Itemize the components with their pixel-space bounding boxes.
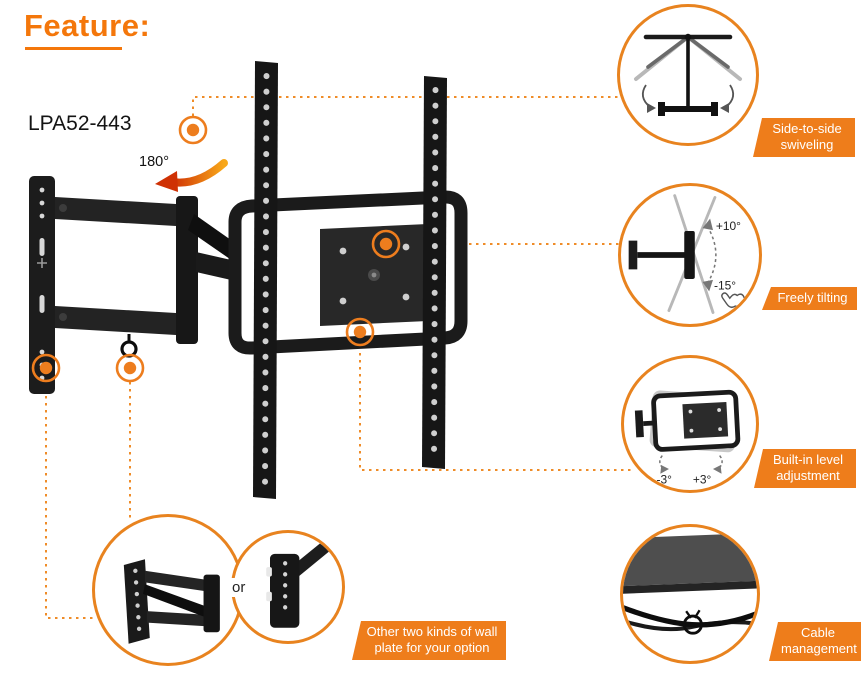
swivel-marker [178,115,208,145]
tilt-illustration: +10° -15° [628,194,746,314]
label-line: management [781,641,857,656]
svg-text:-3°: -3° [657,472,673,486]
fullmotion-plate-illustration [123,559,220,644]
cable-illustration [623,532,757,635]
swivel-arrow-icon [155,159,228,192]
tilt-marker [371,229,401,259]
label-line: Built-in level [772,452,844,467]
page-title: Feature: [24,8,151,43]
level-illustration: -3° +3° [634,389,741,486]
label-line: Side-to-side [772,121,842,136]
swivel-label: Side-to-side swiveling [753,118,855,157]
swivel-arm [55,196,248,344]
title-underline [25,47,122,50]
cable-label: Cable management [769,622,861,661]
callout-level: -3° +3° [621,355,759,493]
label-line: Freely tilting [777,290,848,305]
svg-text:-15°: -15° [714,279,736,293]
swivel-angle-label: 180° [139,154,169,170]
fixed-plate-illustration [266,542,330,628]
vesa-plate [320,224,428,326]
callout-plate-fullmotion [92,514,244,666]
plates-label: Other two kinds of wall plate for your o… [352,621,506,660]
right-vesa-rail [422,76,447,469]
label-line: Other two kinds of wall [366,624,498,639]
label-line: adjustment [776,468,840,483]
svg-text:+3°: +3° [693,472,712,486]
plate-marker-right [115,353,145,383]
svg-text:+10°: +10° [716,219,741,233]
callout-cable [620,524,760,664]
label-line: swiveling [780,137,834,152]
callout-tilt: +10° -15° [618,183,762,327]
label-line: Cable [801,625,835,640]
wall-plate [29,176,55,394]
cable-hook-icon [120,334,138,358]
level-marker [345,317,375,347]
label-line: plate for your option [374,640,490,655]
level-label: Built-in level adjustment [754,449,856,488]
tilt-label: Freely tilting [762,287,857,310]
left-vesa-rail [253,61,278,499]
callout-swivel [617,4,759,146]
or-label: or [229,578,249,597]
model-label: LPA52-443 [28,112,132,135]
swivel-illustration [634,33,742,116]
callout-plate-fixed [231,530,345,644]
plate-marker-left [31,353,61,383]
feature-markers [31,115,401,383]
